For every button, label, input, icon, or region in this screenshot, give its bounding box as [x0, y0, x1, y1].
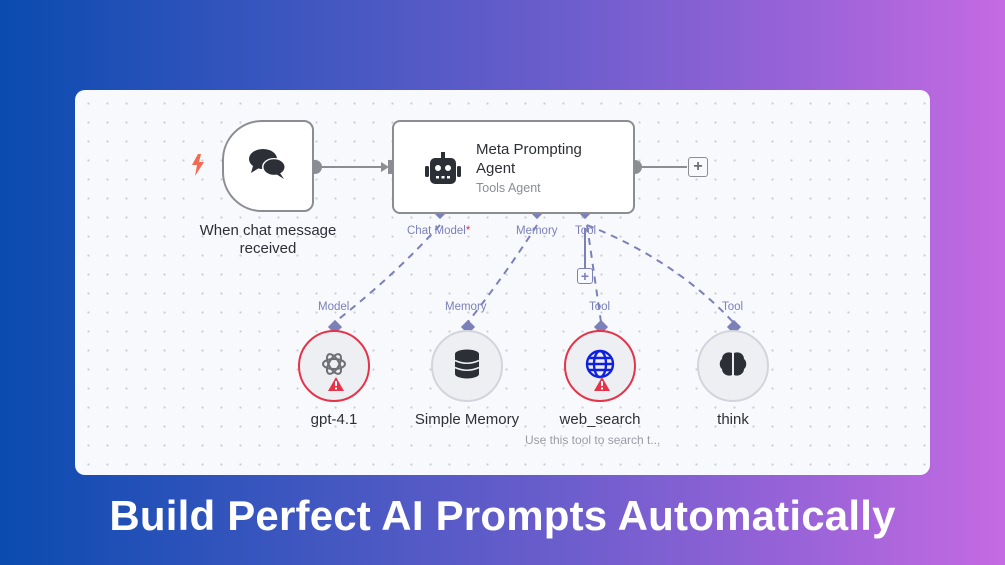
memory-input-label: Memory — [445, 301, 487, 313]
openai-icon — [320, 350, 348, 383]
memory-port-label: Memory — [516, 225, 558, 237]
web-search-input-label: Tool — [589, 301, 611, 313]
tool-port-label: Tool — [575, 225, 597, 237]
lightning-bolt-icon — [191, 154, 205, 181]
connection-arrowhead — [381, 162, 389, 172]
agent-title: Meta Prompting Agent — [476, 141, 582, 177]
think-node[interactable] — [697, 330, 769, 402]
headline: Build Perfect AI Prompts Automatically — [109, 492, 896, 539]
database-icon — [454, 349, 480, 384]
robot-icon — [424, 152, 462, 191]
chat-bubbles-icon — [248, 147, 288, 186]
web-search-description: Use this tool to search t... — [525, 433, 661, 447]
chat-trigger-node[interactable] — [222, 120, 314, 212]
agent-input-port[interactable] — [388, 160, 394, 174]
add-node-button[interactable]: + — [688, 157, 708, 177]
workflow-canvas[interactable]: When chat message received Meta Promptin… — [75, 90, 930, 475]
gpt-node-label: gpt-4.1 — [310, 411, 358, 428]
agent-subtitle: Tools Agent — [476, 181, 541, 195]
brain-icon — [719, 351, 747, 382]
required-marker: * — [465, 225, 471, 237]
add-tool-button[interactable]: + — [577, 268, 593, 284]
trigger-node-label: When chat message received — [199, 222, 337, 257]
tool-connection-web — [586, 224, 602, 323]
model-input-label: Model — [318, 301, 350, 313]
memory-node-label: Simple Memory — [414, 411, 520, 428]
agent-node[interactable]: Meta Prompting Agent Tools Agent — [392, 120, 635, 214]
chat-model-text: Chat Model — [407, 225, 466, 237]
warning-icon — [328, 377, 344, 396]
web-search-node[interactable] — [564, 330, 636, 402]
web-search-node-label: web_search — [559, 411, 641, 428]
simple-memory-node[interactable] — [431, 330, 503, 402]
model-connection — [334, 224, 441, 323]
memory-connection — [467, 224, 538, 323]
chat-model-port-label: Chat Model* — [407, 225, 470, 237]
globe-icon — [585, 349, 615, 384]
warning-icon — [594, 377, 610, 396]
think-input-label: Tool — [722, 301, 744, 313]
gpt-model-node[interactable] — [298, 330, 370, 402]
think-node-label: think — [717, 411, 749, 428]
tool-connection-think — [586, 224, 734, 323]
